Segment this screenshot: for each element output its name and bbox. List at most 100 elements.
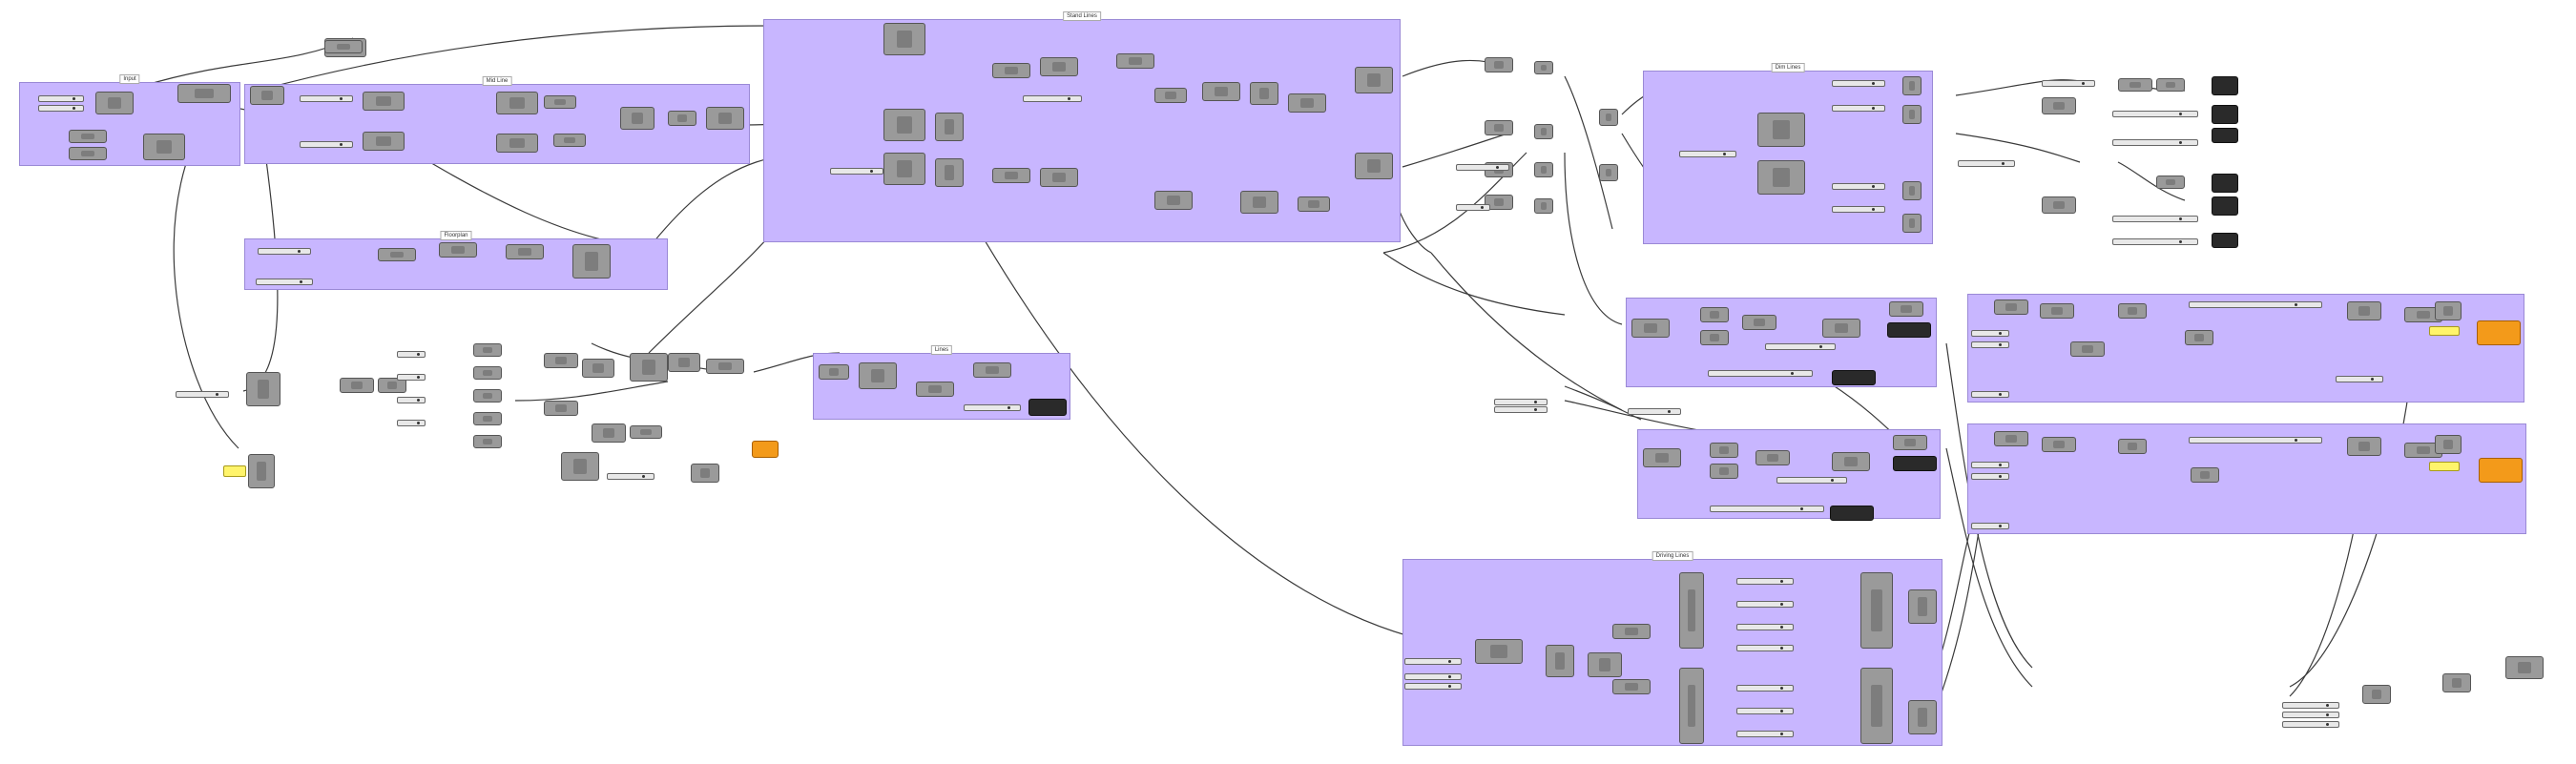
number-slider[interactable] — [1456, 164, 1509, 171]
number-slider[interactable] — [1494, 406, 1548, 413]
number-slider[interactable] — [1736, 708, 1794, 714]
number-slider[interactable] — [1708, 370, 1813, 377]
number-slider[interactable] — [1679, 151, 1736, 157]
output-panel[interactable] — [2212, 196, 2238, 216]
component-node[interactable] — [2442, 673, 2471, 692]
component-node[interactable] — [1889, 301, 1923, 317]
number-slider[interactable] — [258, 248, 311, 255]
number-slider[interactable] — [397, 374, 426, 381]
number-slider[interactable] — [2282, 702, 2339, 709]
group-stand-lines[interactable]: Stand Lines — [763, 11, 1401, 242]
component-node[interactable] — [572, 244, 611, 279]
component-node[interactable] — [2156, 176, 2185, 189]
component-node[interactable] — [883, 23, 925, 55]
component-node[interactable] — [706, 359, 744, 374]
component-node[interactable] — [883, 109, 925, 141]
component-node[interactable] — [883, 153, 925, 185]
component-node[interactable] — [668, 353, 700, 372]
component-node[interactable] — [1599, 109, 1618, 126]
component-node[interactable] — [1832, 452, 1870, 471]
component-node[interactable] — [973, 362, 1011, 378]
component-node[interactable] — [378, 378, 406, 393]
component-node[interactable] — [630, 425, 662, 439]
number-slider[interactable] — [1404, 658, 1462, 665]
component-node[interactable] — [2156, 78, 2185, 92]
component-node[interactable] — [1757, 113, 1805, 147]
number-slider[interactable] — [1971, 330, 2009, 337]
component-node[interactable] — [691, 464, 719, 483]
component-node[interactable] — [2070, 341, 2105, 357]
number-slider[interactable] — [1971, 341, 2009, 348]
number-slider[interactable] — [397, 397, 426, 403]
component-node[interactable] — [143, 134, 185, 160]
number-slider[interactable] — [38, 95, 84, 102]
component-node[interactable] — [2404, 307, 2442, 322]
component-node[interactable] — [69, 147, 107, 160]
component-node[interactable] — [473, 366, 502, 380]
output-panel[interactable] — [2212, 174, 2238, 193]
component-node[interactable] — [324, 40, 363, 53]
component-node[interactable] — [1240, 191, 1278, 214]
output-panel[interactable] — [1887, 322, 1931, 338]
component-node[interactable] — [1288, 93, 1326, 113]
component-node[interactable] — [363, 92, 405, 111]
component-node[interactable] — [1485, 195, 1513, 210]
component-node[interactable] — [2435, 301, 2462, 320]
output-panel[interactable] — [2212, 233, 2238, 248]
number-slider[interactable] — [1832, 183, 1885, 190]
component-node[interactable] — [2347, 301, 2381, 320]
number-slider[interactable] — [256, 279, 313, 285]
component-node[interactable] — [1250, 82, 1278, 105]
component-node[interactable] — [1679, 572, 1704, 649]
component-node[interactable] — [2042, 437, 2076, 452]
number-slider[interactable] — [1736, 578, 1794, 585]
component-node[interactable] — [992, 168, 1030, 183]
number-slider[interactable] — [1736, 685, 1794, 692]
component-node[interactable] — [177, 84, 231, 103]
component-node[interactable] — [859, 362, 897, 389]
number-slider[interactable] — [607, 473, 654, 480]
component-node[interactable] — [2404, 443, 2442, 458]
number-slider[interactable] — [2112, 111, 2198, 117]
number-slider[interactable] — [1832, 206, 1885, 213]
number-slider[interactable] — [964, 404, 1021, 411]
component-node[interactable] — [1679, 668, 1704, 744]
component-node[interactable] — [1202, 82, 1240, 101]
component-node[interactable] — [473, 412, 502, 425]
component-node[interactable] — [2040, 303, 2074, 319]
number-slider[interactable] — [1736, 601, 1794, 608]
output-component[interactable] — [2479, 458, 2523, 483]
component-node[interactable] — [1710, 443, 1738, 458]
number-slider[interactable] — [2189, 437, 2322, 444]
component-node[interactable] — [1700, 330, 1729, 345]
group-dim-lines[interactable]: Dim Lines — [1643, 63, 1933, 244]
component-node[interactable] — [2118, 78, 2152, 92]
component-node[interactable] — [496, 92, 538, 114]
component-node[interactable] — [544, 95, 576, 109]
output-component[interactable] — [752, 441, 779, 458]
component-node[interactable] — [250, 86, 284, 105]
component-node[interactable] — [2435, 435, 2462, 454]
component-node[interactable] — [2185, 330, 2213, 345]
component-node[interactable] — [1631, 319, 1670, 338]
component-node[interactable] — [544, 401, 578, 416]
component-node[interactable] — [1534, 198, 1553, 214]
component-node[interactable] — [95, 92, 134, 114]
component-node[interactable] — [496, 134, 538, 153]
component-node[interactable] — [1534, 162, 1553, 177]
component-node[interactable] — [1908, 589, 1937, 624]
number-slider[interactable] — [1736, 731, 1794, 737]
component-node[interactable] — [2118, 439, 2147, 454]
component-node[interactable] — [1902, 105, 1922, 124]
number-slider[interactable] — [2282, 721, 2339, 728]
output-panel[interactable] — [2212, 105, 2238, 124]
group-mid-b[interactable] — [1637, 429, 1941, 519]
component-node[interactable] — [1902, 76, 1922, 95]
component-node[interactable] — [1154, 88, 1187, 103]
output-panel[interactable] — [1893, 456, 1937, 471]
component-node[interactable] — [819, 364, 849, 380]
number-slider[interactable] — [2282, 712, 2339, 718]
number-slider[interactable] — [1023, 95, 1082, 102]
component-node[interactable] — [1040, 168, 1078, 187]
component-node[interactable] — [992, 63, 1030, 78]
